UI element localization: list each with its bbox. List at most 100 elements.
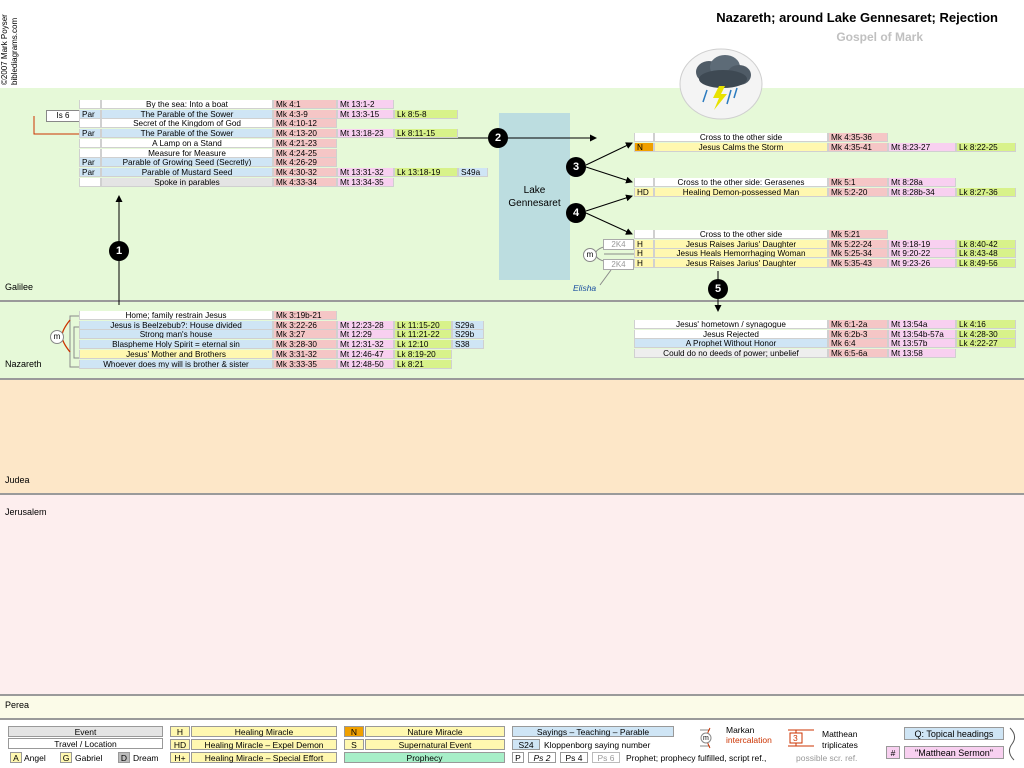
nazareth-event-cell: Jesus is Beelzebub?: House divided [79,320,273,330]
gerasenes-matthew-ref: Mt 8:28b-34 [888,187,956,197]
jairus-event-cell: Jesus Heals Hemorrhaging Woman [654,249,828,259]
nazareth-event-cell: Home; family restrain Jesus [79,311,273,320]
parables-saying-ref [458,119,488,128]
parables-tag-cell: Par [79,109,101,119]
parables-mark-ref: Mk 4:26-29 [273,158,337,168]
step-marker-1: 1 [109,241,129,261]
parables-luke-ref: Lk 8:11-15 [394,129,458,139]
legend-dream-box: D [118,752,130,763]
parables-saying-ref [458,178,488,187]
parables-tag-cell: Par [79,129,101,139]
parables-saying-ref: S49a [458,167,488,177]
legend-h-box: H [170,726,190,737]
parables-mark-ref: Mk 4:1 [273,100,337,109]
rejection-luke-ref: Lk 4:22-27 [956,339,1016,349]
legend-ps6-box: Ps 6 [592,752,620,763]
jairus-tag-cell [634,230,654,239]
legend-prophet-text: Prophet; prophecy fulfilled, script ref.… [626,753,767,763]
parables-event-cell: Measure for Measure [101,148,273,158]
judea-band [0,380,1024,493]
nazareth-matthew-ref: Mt 12:31-32 [337,340,394,350]
nazareth-saying-ref [452,350,484,359]
storm-matthew-ref [888,133,956,142]
legend-sayings: Sayings – Teaching – Parable [512,726,674,737]
storm-event-cell: Cross to the other side [654,133,828,142]
nazareth-saying-ref: S38 [452,340,484,350]
legend-sermon: "Matthean Sermon" [904,746,1004,759]
lake-gennesaret: Lake Gennesaret [499,113,570,280]
nazareth-saying-ref [452,311,484,320]
nazareth-luke-ref: Lk 8:19-20 [394,349,452,359]
step-marker-2: 2 [488,128,508,148]
jairus-tag-cell: H [634,239,654,249]
legend-travel: Travel / Location [8,738,163,749]
intercalation-m-icon: m [50,330,64,344]
legend-ps4-box: Ps 4 [560,752,588,763]
storm-tag-cell [634,133,654,142]
parables-saying-ref [458,110,488,119]
jairus-mark-ref: Mk 5:25-34 [828,249,888,259]
parables-luke-ref: Lk 13:18-19 [394,167,458,177]
parables-luke-ref [394,178,458,187]
jerusalem-band [0,495,1024,694]
jairus-matthew-ref: Mt 9:20-22 [888,249,956,259]
step-marker-3: 3 [566,157,586,177]
parables-matthew-ref: Mt 13:1-2 [337,100,394,109]
divider [0,300,1024,302]
parables-luke-ref [394,100,458,109]
jairus-mark-ref: Mk 5:35-43 [828,259,888,269]
jairus-luke-ref: Lk 8:49-56 [956,259,1016,269]
gerasenes-luke-ref: Lk 8:27-36 [956,187,1016,197]
legend-kloppenborg: Kloppenborg saying number [544,740,651,750]
is6-tag: Is 6 [46,110,80,122]
legend-matthean: Matthean [822,729,858,739]
parables-tag-cell [79,119,101,129]
legend-p-box: P [512,752,524,763]
jairus-event-cell: Cross to the other side [654,230,828,239]
parables-luke-ref: Lk 8:5-8 [394,109,458,119]
page-subtitle: Gospel of Mark [836,30,923,44]
nazareth-mark-ref: Mk 3:33-35 [273,359,337,369]
nazareth-saying-ref [452,360,484,369]
step-marker-5: 5 [708,279,728,299]
lake-label-line1: Lake [523,184,546,196]
legend-matthean-bracket [788,729,814,747]
prophet-ref-tag: 2K4 [603,259,634,270]
rejection-luke-ref: Lk 4:28-30 [956,329,1016,339]
parables-matthew-ref: Mt 13:18-23 [337,129,394,139]
jairus-luke-ref: Lk 8:40-42 [956,239,1016,249]
nazareth-luke-ref: Lk 11:21-22 [394,330,452,340]
gerasenes-matthew-ref: Mt 8:28a [888,178,956,187]
rejection-luke-ref: Lk 4:16 [956,320,1016,329]
legend-angel: Angel [24,753,46,763]
parables-mark-ref: Mk 4:10-12 [273,119,337,129]
gerasenes-mark-ref: Mk 5:1 [828,178,888,187]
elisha-label: Elisha [573,283,597,293]
jairus-mark-ref: Mk 5:22-24 [828,239,888,249]
nazareth-matthew-ref: Mt 12:29 [337,330,394,340]
page-title: Nazareth; around Lake Gennesaret; Reject… [716,10,998,25]
nazareth-luke-ref [394,311,452,320]
storm-luke-ref [956,133,1016,142]
parables-saying-ref [458,149,488,158]
jairus-event-cell: Jesus Raises Jarius' Daughter [654,259,828,269]
parables-matthew-ref [337,158,394,167]
legend-gabriel: Gabriel [75,753,103,763]
jairus-tag-cell: H [634,259,654,269]
nazareth-saying-ref: S29a [452,320,484,330]
nazareth-luke-ref: Lk 8:21 [394,359,452,369]
parables-saying-ref [458,100,488,109]
parables-matthew-ref: Mt 13:34-35 [337,177,394,187]
rejection-matthew-ref: Mt 13:54a [888,320,956,329]
